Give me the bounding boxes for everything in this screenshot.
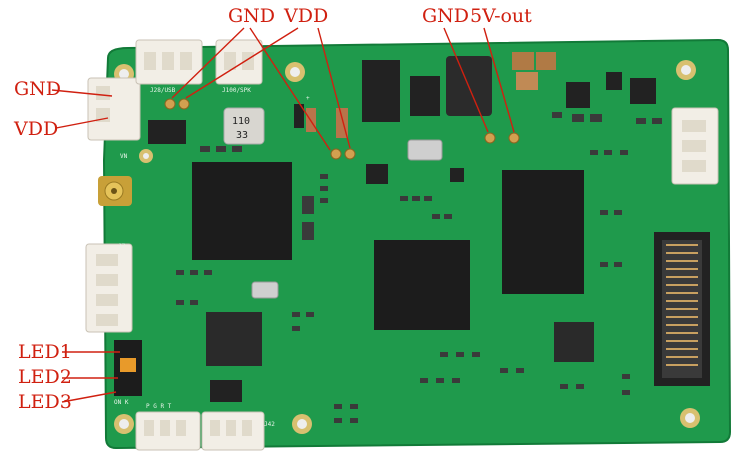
mounting-holes [114, 60, 700, 434]
label-led2: LED2 [18, 366, 72, 388]
silk-j100: J100/SPK [222, 87, 251, 94]
label-top-gnd-left: GND [228, 5, 276, 27]
silk-j28: J28/USB [150, 87, 176, 94]
silk-plus: + [306, 95, 310, 102]
inductor-marking-1: 110 [232, 116, 250, 127]
label-top-gnd-right: GND [422, 5, 470, 27]
silk-j42: J42 [264, 421, 275, 428]
label-left-vdd: VDD [14, 118, 59, 140]
label-led1: LED1 [18, 341, 72, 363]
silk-j7: J7 [118, 243, 126, 250]
silk-vn: VN [120, 153, 128, 160]
label-left-gnd: GND [14, 78, 62, 100]
connectors [85, 39, 719, 451]
silk-pins: P G R T [146, 403, 172, 410]
test-pads [164, 98, 520, 160]
silk-on-k: ON K [114, 399, 129, 406]
inductor-marking-2: 33 [236, 130, 248, 141]
leader-lines [51, 27, 515, 403]
label-top-vdd: VDD [284, 5, 329, 27]
label-top-5v-out: 5V-out [470, 5, 532, 27]
silkscreen: J28/USB J100/SPK VN J7 J42 P G R T ON K … [114, 87, 310, 428]
label-led3: LED3 [18, 391, 72, 413]
smd-components [176, 112, 662, 423]
ics [114, 52, 656, 402]
